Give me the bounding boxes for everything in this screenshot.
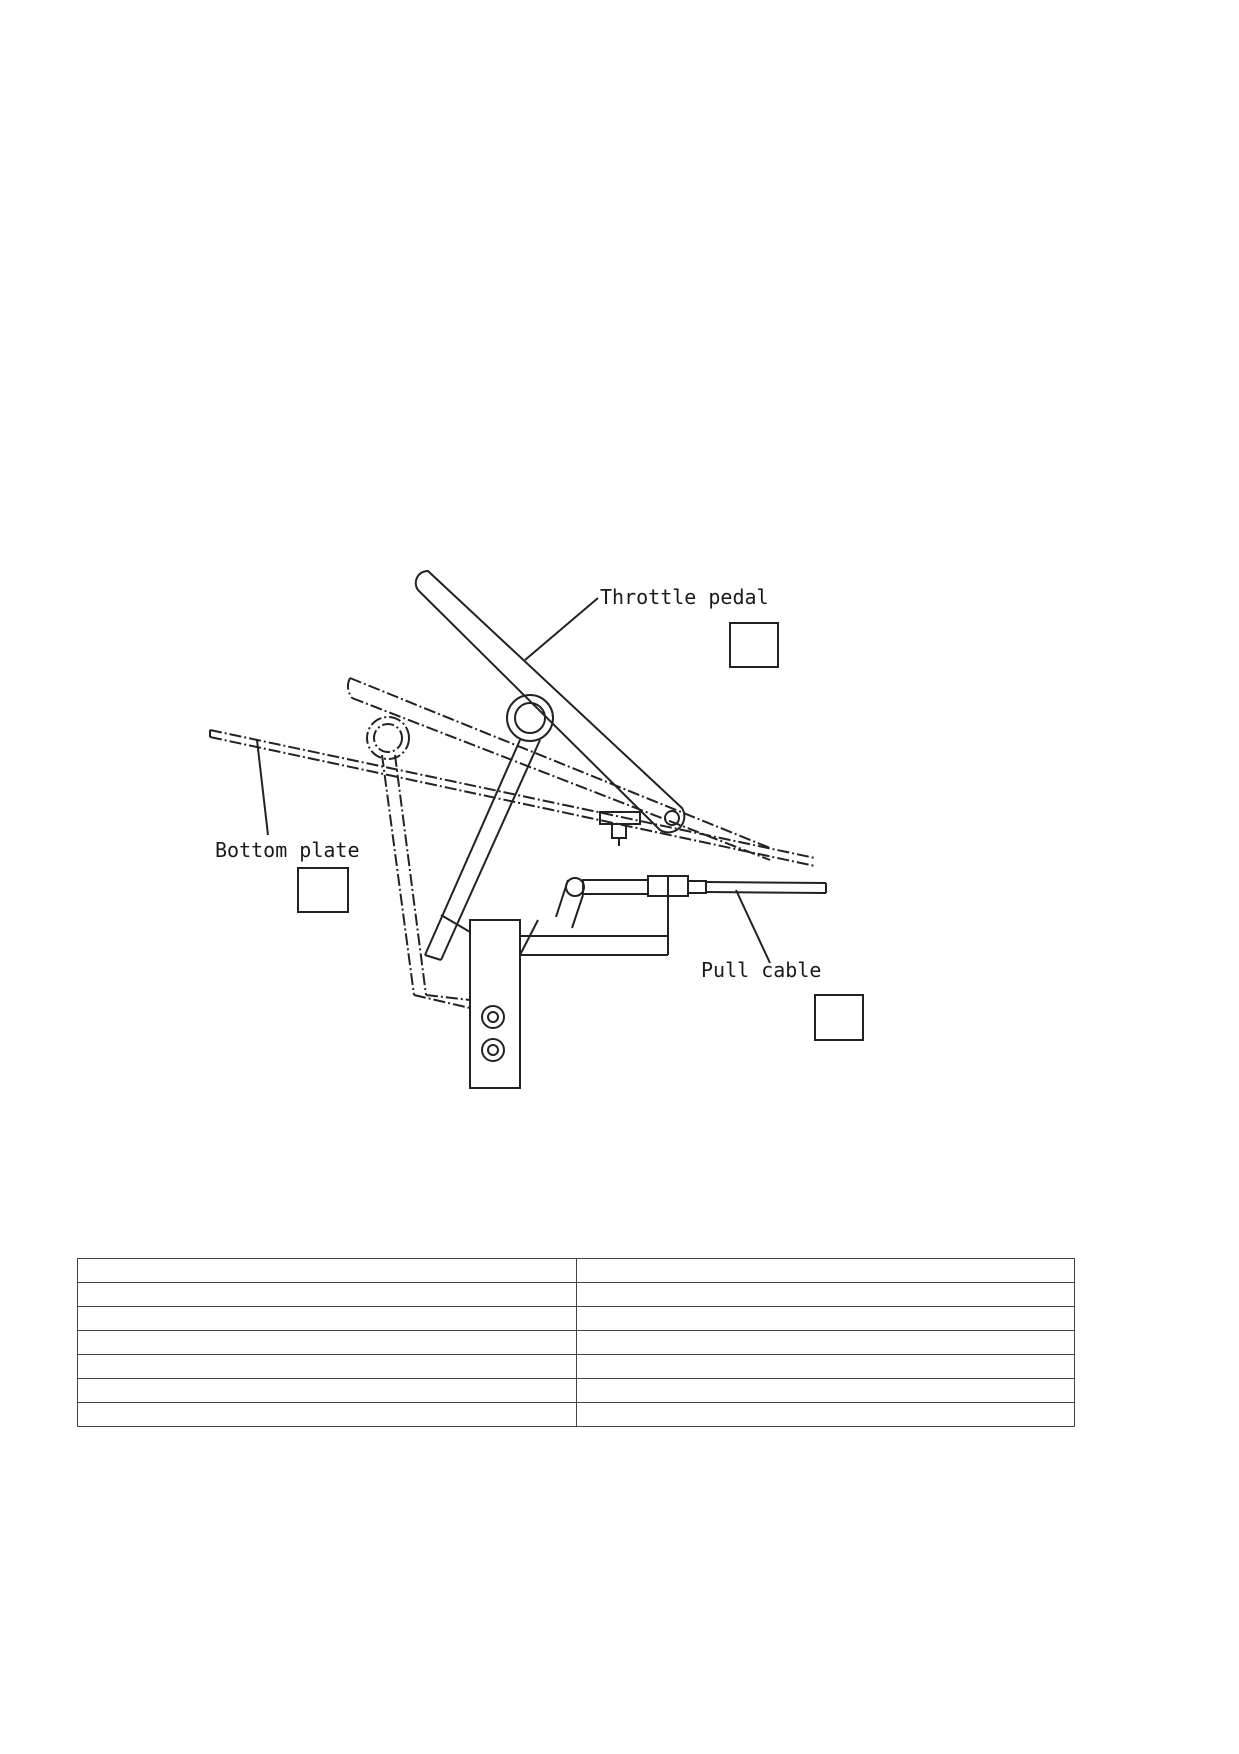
throttle-pedal-label: Throttle pedal [600,585,769,609]
table-cell [77,1354,577,1379]
mounting-bracket [469,890,669,1089]
table-cell [77,1330,577,1355]
bottom-plate-label-box [297,867,349,913]
table-cell [575,1378,1075,1403]
table-cell [77,1282,577,1307]
throttle-pedal-outline [414,569,686,961]
table-cell [77,1306,577,1331]
leader-pull-cable [735,889,771,964]
table-cell [575,1402,1075,1427]
table-row [77,1282,1075,1307]
ghost-pedal-outline [346,677,771,1009]
table-cell [575,1330,1075,1355]
stop-screw [599,811,641,846]
table-cell [575,1258,1075,1283]
leader-bottom-plate [256,739,269,836]
leader-throttle-pedal [524,597,599,661]
table-cell [77,1402,577,1427]
table-row [77,1330,1075,1355]
table-row [77,1258,1075,1283]
table-cell [77,1258,577,1283]
table-row [77,1306,1075,1331]
pull-cable-label: Pull cable [701,958,821,982]
pull-cable-label-box [814,994,864,1041]
table-row [77,1354,1075,1379]
table-cell [575,1282,1075,1307]
table-row [77,1378,1075,1403]
table-cell [575,1306,1075,1331]
cable-linkage [555,875,827,929]
table-cell [77,1378,577,1403]
table-row [77,1402,1075,1427]
bottom-plate-label: Bottom plate [215,838,360,862]
parts-table [77,1258,1075,1427]
throttle-pedal-label-box [729,622,779,668]
table-cell [575,1354,1075,1379]
